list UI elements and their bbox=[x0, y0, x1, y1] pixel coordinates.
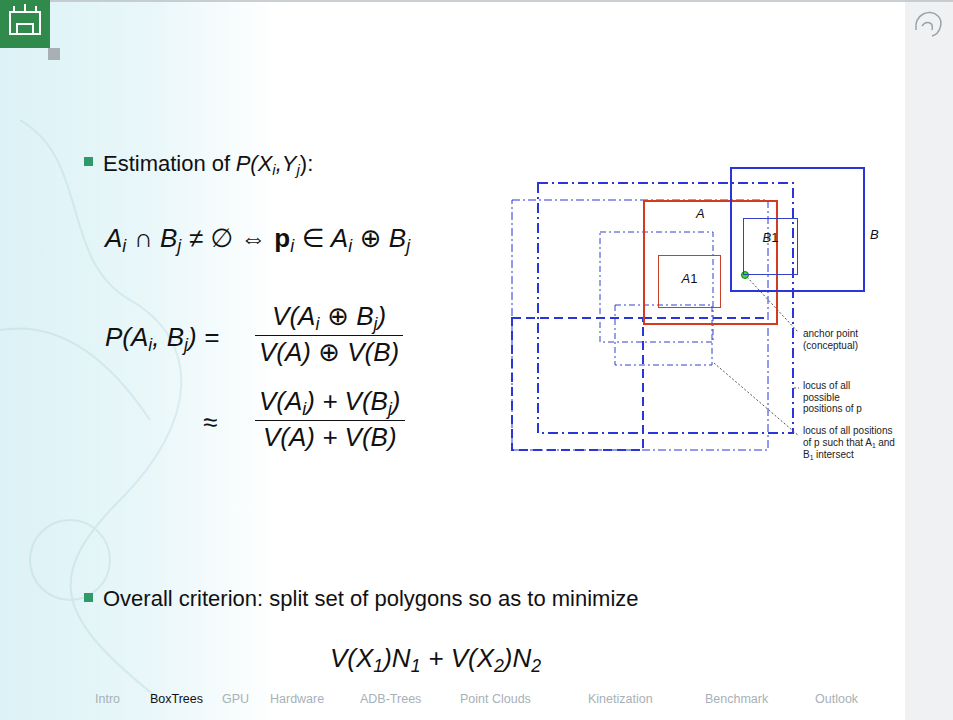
label-text: ≈ bbox=[203, 407, 217, 437]
label-text: j bbox=[406, 236, 410, 256]
annotation: locus of all positions of p such that A1… bbox=[803, 425, 903, 462]
nav-item: GPU bbox=[222, 692, 249, 708]
label-text: V(X bbox=[330, 643, 373, 673]
nav-item: ADB-Trees bbox=[360, 692, 421, 708]
node-label-text: 1 bbox=[771, 230, 778, 245]
label-text: j bbox=[184, 335, 188, 355]
label-text: 1 bbox=[810, 454, 814, 461]
label-text: locus of all possible positions of p bbox=[803, 380, 862, 414]
bullet-text: Overall criterion: split set of polygons… bbox=[103, 585, 639, 613]
numerator: V(Ai) + V(Bj) bbox=[255, 385, 405, 420]
label-text: Benchmark bbox=[705, 692, 768, 706]
label-text: BoxTrees bbox=[150, 692, 203, 706]
formula: P(Ai, Bj) = bbox=[105, 321, 219, 356]
node-label: B1 bbox=[744, 219, 797, 245]
label-text: P(X bbox=[236, 151, 273, 176]
label-text: j bbox=[388, 399, 392, 419]
label-text: Kinetization bbox=[588, 692, 653, 706]
label-text: j bbox=[296, 161, 299, 178]
nav-item: Point Clouds bbox=[460, 692, 531, 708]
label-text: V(A bbox=[272, 301, 315, 331]
label-text: j bbox=[177, 236, 181, 256]
nav-item: BoxTrees bbox=[150, 692, 203, 708]
label-text: ≠ ∅ ⇔ bbox=[189, 223, 266, 253]
box-b: BB1 bbox=[730, 167, 865, 292]
label-text: i bbox=[348, 236, 352, 256]
label-text: 2 bbox=[531, 656, 541, 676]
denominator: V(A) ⊕ V(B) bbox=[255, 335, 403, 369]
node-label-text: 1 bbox=[690, 271, 697, 286]
label-text: i bbox=[315, 314, 319, 334]
label-text: intersect bbox=[816, 449, 854, 460]
label-text: 2 bbox=[494, 656, 504, 676]
label-text: )N bbox=[504, 643, 531, 673]
label-text: Overall criterion: split set of polygons… bbox=[103, 586, 639, 611]
node-label: A1 bbox=[659, 256, 720, 286]
label-text: j bbox=[374, 314, 378, 334]
label-text: Point Clouds bbox=[460, 692, 531, 706]
label-text: ⊕ B bbox=[327, 301, 373, 331]
nav-item: Benchmark bbox=[705, 692, 768, 708]
box-a1: A1 bbox=[658, 255, 721, 308]
box-b1: B1 bbox=[743, 218, 798, 275]
label-text: ∩ B bbox=[134, 223, 177, 253]
label-text: 1 bbox=[373, 656, 383, 676]
label-text: ) + V(B bbox=[306, 386, 388, 416]
nav-item: Hardware bbox=[270, 692, 324, 708]
label-text: i bbox=[272, 161, 275, 178]
annotation: anchor point (conceptual) bbox=[803, 328, 903, 351]
node-label-text: B bbox=[763, 230, 772, 245]
label-text: ) bbox=[392, 386, 401, 416]
label-text: GPU bbox=[222, 692, 249, 706]
label-text: p bbox=[274, 223, 290, 253]
node-label-text: B bbox=[870, 227, 879, 242]
label-text: Intro bbox=[95, 692, 120, 706]
nav-item: Intro bbox=[95, 692, 120, 708]
label-text: i bbox=[122, 236, 126, 256]
fraction: V(Ai) + V(Bj)V(A) + V(B) bbox=[255, 385, 405, 454]
label-text: , B bbox=[152, 322, 184, 352]
label-text: i bbox=[290, 236, 294, 256]
nav-item: Outlook bbox=[815, 692, 858, 708]
label-text: Hardware bbox=[270, 692, 324, 706]
label-text: + V(X bbox=[428, 643, 494, 673]
formula: Ai∩ Bj≠ ∅ ⇔pi∈ Ai⊕ Bj bbox=[105, 222, 410, 257]
label-text: anchor point (conceptual) bbox=[803, 328, 858, 351]
label-text: V(A bbox=[259, 386, 302, 416]
label-text: ) = bbox=[188, 322, 219, 352]
label-text: i bbox=[148, 335, 152, 355]
label-text: i bbox=[302, 399, 306, 419]
node-label-text: A bbox=[682, 271, 691, 286]
label-text: ) bbox=[377, 301, 386, 331]
formula: ≈ bbox=[203, 406, 217, 439]
fraction: V(Ai) + V(Bj)V(A) + V(B) bbox=[255, 385, 405, 454]
label-text: ADB-Trees bbox=[360, 692, 421, 706]
label-text: 1 bbox=[872, 442, 876, 449]
label-text: Outlook bbox=[815, 692, 858, 706]
label-text: ⊕ B bbox=[360, 223, 406, 253]
annotation: locus of all possible positions of p bbox=[803, 380, 875, 415]
denominator: V(A) + V(B) bbox=[255, 420, 405, 454]
fraction: V(Ai ⊕ Bj) V(A) ⊕ V(B) bbox=[255, 300, 403, 369]
label-text: A bbox=[105, 223, 122, 253]
label-text: ,Y bbox=[276, 151, 297, 176]
label-text: V(A) ⊕ V(B) bbox=[259, 337, 399, 367]
bullet-text: Estimation ofP(Xi,Yj): bbox=[103, 150, 313, 180]
fraction: V(Ai ⊕ Bj) V(A) ⊕ V(B) bbox=[255, 300, 403, 369]
label-text: ∈ A bbox=[302, 223, 348, 253]
node-label-text: A bbox=[696, 206, 705, 221]
formula: V(X1)N1+ V(X2)N2 bbox=[330, 642, 541, 677]
nav-item: Kinetization bbox=[588, 692, 653, 708]
label-text: 1 bbox=[411, 656, 421, 676]
label-text: Estimation of bbox=[103, 151, 230, 176]
label-text: )N bbox=[383, 643, 410, 673]
label-text: ): bbox=[300, 151, 313, 176]
label-text: P(A bbox=[105, 322, 148, 352]
label-text: V(A) + V(B) bbox=[263, 422, 397, 452]
numerator: V(Ai ⊕ Bj) bbox=[255, 300, 403, 335]
